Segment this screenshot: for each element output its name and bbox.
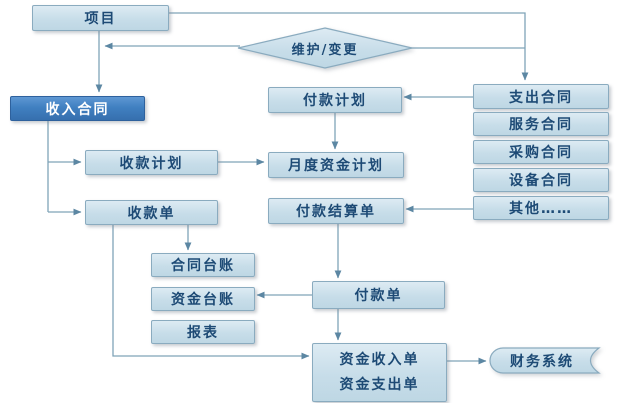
node-expenditure-contract: 支出合同 <box>473 84 609 109</box>
node-receipt-slip: 收款单 <box>85 200 218 225</box>
node-others: 其他…… <box>473 196 609 220</box>
node-fund-ledger: 资金台账 <box>151 287 255 311</box>
node-fund-io-slips: 资金收入单 资金支出单 <box>312 343 447 402</box>
fund-income-slip-label: 资金收入单 <box>339 351 420 368</box>
node-monthly-fund-plan: 月度资金计划 <box>268 152 404 178</box>
node-income-contract: 收入合同 <box>10 96 145 121</box>
node-payment-settlement: 付款结算单 <box>268 198 404 224</box>
fund-expenditure-slip-label: 资金支出单 <box>339 377 420 394</box>
node-equipment-contract: 设备合同 <box>473 168 609 192</box>
node-contract-ledger: 合同台账 <box>151 253 255 277</box>
node-purchase-contract: 采购合同 <box>473 140 609 164</box>
node-service-contract: 服务合同 <box>473 112 609 136</box>
node-receipt-plan: 收款计划 <box>85 150 218 175</box>
node-project: 项目 <box>32 5 169 31</box>
node-payment-slip: 付款单 <box>312 281 445 309</box>
node-finance-system: 财务系统 <box>510 353 574 370</box>
node-maintain-change: 维护/变更 <box>291 42 359 58</box>
node-payment-plan: 付款计划 <box>268 87 402 113</box>
node-report: 报表 <box>151 320 255 344</box>
